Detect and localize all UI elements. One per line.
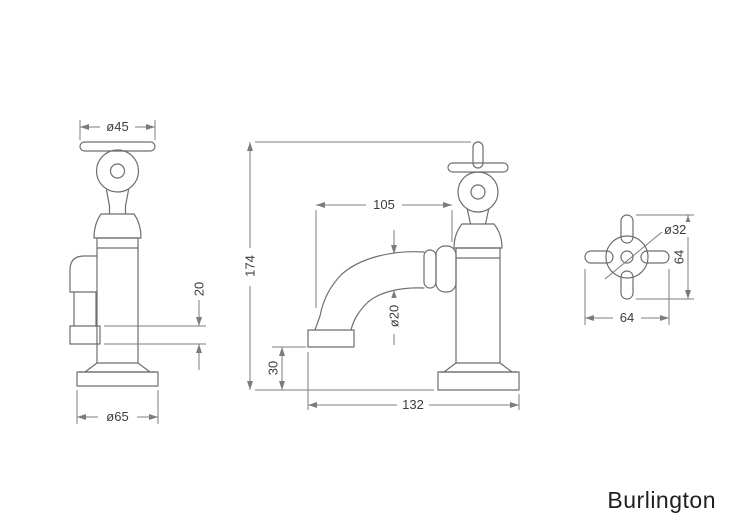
front-neck	[105, 189, 130, 215]
front-flange	[93, 213, 142, 239]
dim-overall-height-label: 174	[243, 255, 258, 277]
dim-spout-diameter-label: ø20	[387, 305, 402, 327]
front-view-tap	[69, 141, 159, 387]
label-mask	[662, 222, 694, 237]
dim-handle-height-label: 64	[672, 250, 687, 264]
dim-ext-lines	[104, 325, 206, 345]
handle-top-view	[584, 214, 670, 300]
side-handle-top-arm	[472, 141, 484, 169]
label-mask	[397, 398, 429, 412]
front-nozzle	[73, 291, 97, 327]
side-handle-screw	[470, 184, 486, 200]
front-body	[96, 237, 139, 364]
front-aerator	[69, 325, 101, 345]
brand-logo: Burlington	[607, 487, 716, 513]
side-body	[455, 247, 501, 364]
dim-overall-depth-label: 132	[402, 397, 424, 412]
side-flange	[453, 223, 503, 249]
dimension-labels: ø45 20 ø65 105 174 ø20 30 132 ø32 64 64	[98, 119, 694, 424]
front-spout-block	[69, 255, 98, 293]
label-mask	[386, 298, 402, 334]
dim-handle-width-label: 64	[620, 310, 634, 325]
dim-base-diameter-label: ø65	[106, 409, 128, 424]
top-handle-screw	[620, 250, 634, 264]
dim-ext-lines	[255, 141, 471, 391]
side-aerator	[307, 329, 355, 348]
label-mask	[242, 248, 258, 286]
top-arm-west	[584, 250, 614, 264]
side-view-dimensions	[247, 141, 520, 410]
front-base	[76, 371, 159, 387]
label-mask	[366, 198, 402, 212]
dim-ext-lines	[79, 120, 156, 140]
dim-ext-lines	[636, 214, 694, 300]
top-arm-south	[620, 270, 634, 300]
side-spout-top-edge	[314, 251, 425, 331]
front-handle-hub	[95, 149, 140, 193]
label-mask	[98, 410, 137, 424]
dim-leader-line	[604, 231, 663, 280]
dim-ext-lines	[315, 210, 453, 308]
side-spout-bead-inner	[423, 249, 437, 289]
dim-tip-clearance-label: 30	[266, 361, 281, 375]
label-mask	[613, 311, 641, 325]
side-base	[437, 371, 520, 391]
front-handle-screw	[109, 163, 126, 179]
top-arm-north	[620, 214, 634, 244]
dim-ext-lines	[307, 352, 520, 410]
top-arm-east	[640, 250, 670, 264]
dim-handle-width-label: ø45	[106, 119, 128, 134]
label-mask	[100, 120, 135, 134]
dim-spout-reach-label: 105	[373, 197, 395, 212]
side-spout-bottom-edge	[350, 287, 425, 331]
side-view-tap	[307, 141, 520, 391]
dim-tip-detail-label: 20	[192, 282, 207, 296]
side-neck	[466, 209, 490, 225]
top-handle-hub	[605, 235, 649, 279]
front-handle-bar	[79, 141, 156, 152]
side-handle-hub	[457, 171, 499, 213]
dim-hub-diameter-label: ø32	[664, 222, 686, 237]
